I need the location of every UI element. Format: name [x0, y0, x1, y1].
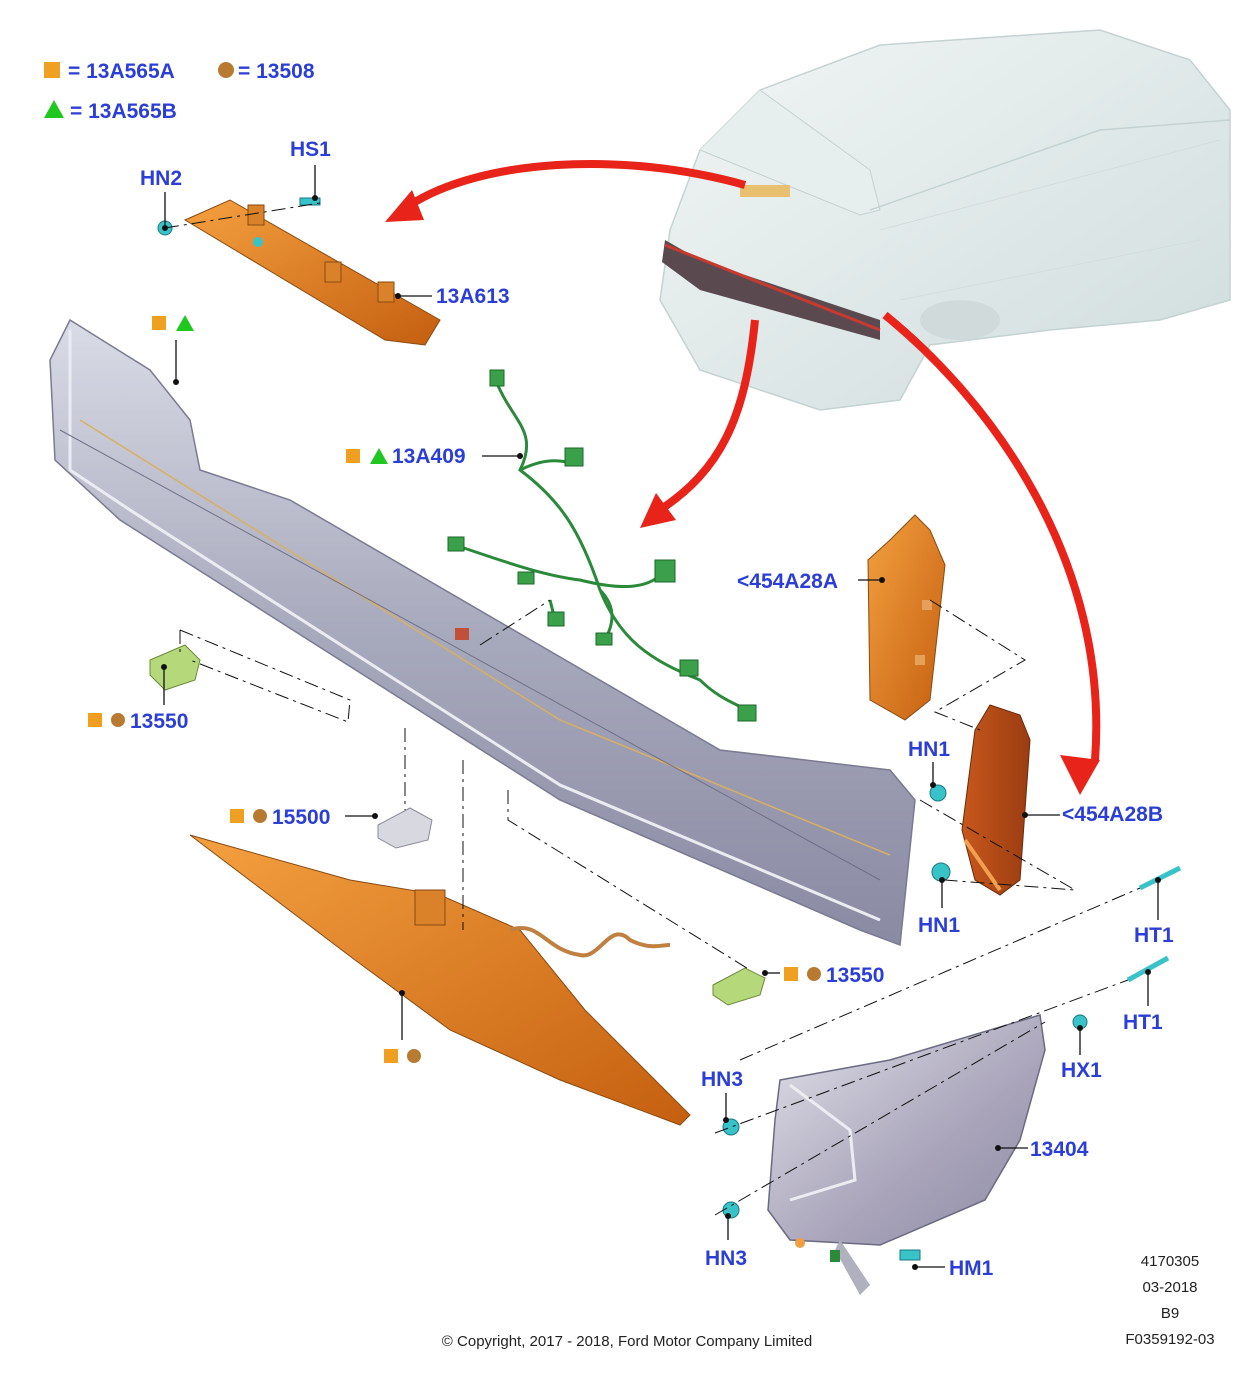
tailgate-applique	[49, 318, 916, 947]
legend-triangle-marker	[44, 100, 64, 118]
vehicle-illustration	[659, 29, 1231, 411]
marker-circle-moulding	[407, 1049, 421, 1063]
tail-lamp-assembly	[767, 1014, 1046, 1295]
marker-square-moulding	[384, 1049, 398, 1063]
arrow-to-lamp-seal	[882, 311, 1101, 761]
label-15500: 15500	[272, 806, 330, 829]
legend-circle-marker	[218, 62, 234, 78]
issue-date: 03-2018	[1142, 1279, 1197, 1296]
inline-markers	[88, 315, 821, 1063]
licence-lamp-right	[712, 967, 766, 1006]
marker-circle-15500	[253, 809, 267, 823]
leader-lines	[161, 165, 1161, 1270]
marker-square-harness	[346, 449, 360, 463]
label-hn1-bottom: HN1	[918, 914, 960, 937]
marker-square-13550-right	[784, 967, 798, 981]
label-hs1: HS1	[290, 138, 331, 161]
switch-15500	[377, 807, 433, 849]
label-13550-left: 13550	[130, 710, 188, 733]
marker-square-13550-left	[88, 713, 102, 727]
marker-triangle-harness	[370, 448, 388, 464]
screw-hm1	[899, 1249, 921, 1261]
high-mount-stop-lamp	[183, 199, 441, 346]
marker-circle-13550-left	[111, 713, 125, 727]
licence-lamp-left	[149, 644, 201, 691]
figure-id: F0359192-03	[1125, 1331, 1214, 1348]
label-ht1-top: HT1	[1134, 924, 1174, 947]
label-454a28a: <454A28A	[737, 570, 838, 593]
label-hx1: HX1	[1061, 1059, 1102, 1082]
label-13550-right: 13550	[826, 964, 884, 987]
label-13a409: 13A409	[392, 445, 466, 468]
label-hn3-top: HN3	[701, 1068, 743, 1091]
reference-number: 4170305	[1141, 1253, 1199, 1270]
copyright-notice: © Copyright, 2017 - 2018, Ford Motor Com…	[442, 1333, 812, 1350]
label-hn3-bottom: HN3	[705, 1247, 747, 1270]
label-hm1: HM1	[949, 1257, 994, 1280]
wiring-harness	[447, 369, 757, 722]
label-ht1-bottom: HT1	[1123, 1011, 1163, 1034]
callout-labels: HS1 HN2 13A613 13A409 <454A28A <454A28B …	[130, 138, 1174, 1280]
label-hn1-top: HN1	[908, 738, 950, 761]
label-454a28b: <454A28B	[1062, 803, 1163, 826]
arrow-to-wiring	[657, 319, 759, 514]
marker-square-applique	[152, 316, 166, 330]
marker-triangle-applique	[176, 315, 194, 331]
lower-moulding	[189, 834, 691, 1126]
arrow-to-high-mount-lamp	[407, 159, 747, 209]
clip-hn1-top	[929, 784, 947, 802]
red-arrows	[385, 159, 1101, 795]
assembly-lines	[164, 202, 1141, 1216]
legend-triangle-label: = 13A565B	[70, 100, 177, 123]
marker-circle-13550-right	[807, 967, 821, 981]
lamp-seal-454a28b	[961, 704, 1031, 896]
label-hn2: HN2	[140, 167, 182, 190]
lamp-bracket-454a28a	[867, 514, 946, 721]
revision: B9	[1161, 1305, 1179, 1322]
legend-square-marker	[44, 62, 60, 78]
label-13a613: 13A613	[436, 285, 510, 308]
legend-square-label: = 13A565A	[68, 60, 175, 83]
clip-hn3-top	[722, 1118, 740, 1136]
legend-circle-label: = 13508	[238, 60, 315, 83]
legend: = 13A565A = 13508 = 13A565B	[44, 60, 315, 123]
marker-square-15500	[230, 809, 244, 823]
footer: 4170305 03-2018 B9 F0359192-03 © Copyrig…	[442, 1253, 1215, 1350]
label-13404: 13404	[1030, 1138, 1089, 1161]
